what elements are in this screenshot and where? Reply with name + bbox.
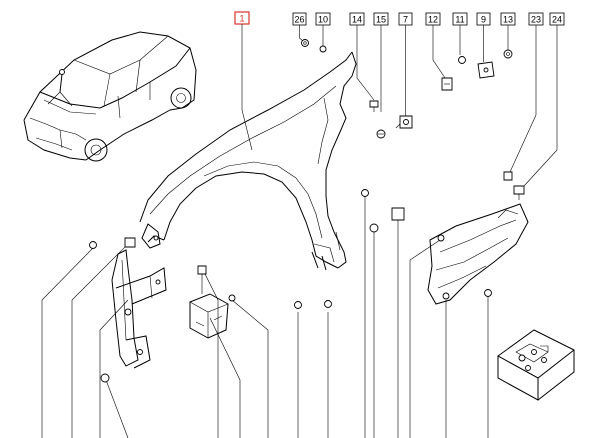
fastener-26[interactable] [301,39,309,47]
clip-23[interactable] [503,171,513,181]
lower-bracket-left[interactable] [111,249,167,369]
callout-14[interactable]: 14 [349,12,365,26]
callout-24[interactable]: 24 [549,12,565,26]
callout-9[interactable]: 9 [476,12,491,26]
callout-10-label: 10 [318,15,328,25]
leader-12 [432,25,446,79]
callout-1[interactable]: 1 [234,11,250,25]
leader-bottom-6 [231,299,269,438]
callout-15[interactable]: 15 [373,12,389,26]
callout-23-label: 23 [531,15,541,25]
leader-bottom-4 [105,379,129,438]
leader-bottom-5 [201,267,219,438]
leader-bottom-2 [71,241,131,438]
callout-12[interactable]: 12 [425,12,441,26]
nut-11[interactable] [458,56,466,64]
callout-23[interactable]: 23 [528,12,544,26]
callout-1-label: 1 [239,14,244,24]
leader-24 [523,25,558,187]
clip-15[interactable] [376,129,386,139]
clip-12[interactable] [441,77,453,91]
callout-7[interactable]: 7 [398,12,413,26]
bracket-7[interactable] [395,115,413,129]
damper-block[interactable] [189,265,229,339]
clip-14[interactable] [369,100,379,112]
callout-9-label: 9 [481,15,486,25]
leader-14 [356,25,375,101]
callout-12-label: 12 [428,15,438,25]
leader-bottom-13 [409,239,441,438]
callout-11-label: 11 [455,15,464,25]
clip-24[interactable] [513,185,525,200]
leader-1 [241,24,253,151]
callout-10[interactable]: 10 [315,12,331,26]
callout-7-label: 7 [403,15,408,25]
lower-bracket-right[interactable] [427,203,529,305]
leader-bottom-7 [209,317,241,438]
leader-23 [509,25,537,173]
leader-bottom-3 [99,299,129,438]
fastener-group-mid [89,189,405,383]
callout-11[interactable]: 11 [452,12,468,26]
fastener-10[interactable] [319,45,327,53]
callout-26[interactable]: 26 [292,12,307,26]
callout-15-label: 15 [376,15,386,25]
leader-lines [41,24,558,438]
leader-bottom-1 [41,247,94,438]
callout-14-label: 14 [352,15,362,25]
car-thumbnail [23,31,197,162]
fastener-kit-box[interactable] [497,329,575,401]
callout-13[interactable]: 13 [500,12,516,26]
front-fender[interactable] [139,51,357,271]
callout-13-label: 13 [503,15,513,25]
bracket-9[interactable] [477,61,495,79]
callout-24-label: 24 [552,15,562,25]
bolt-13[interactable] [503,49,513,59]
callout-26-label: 26 [294,15,304,25]
